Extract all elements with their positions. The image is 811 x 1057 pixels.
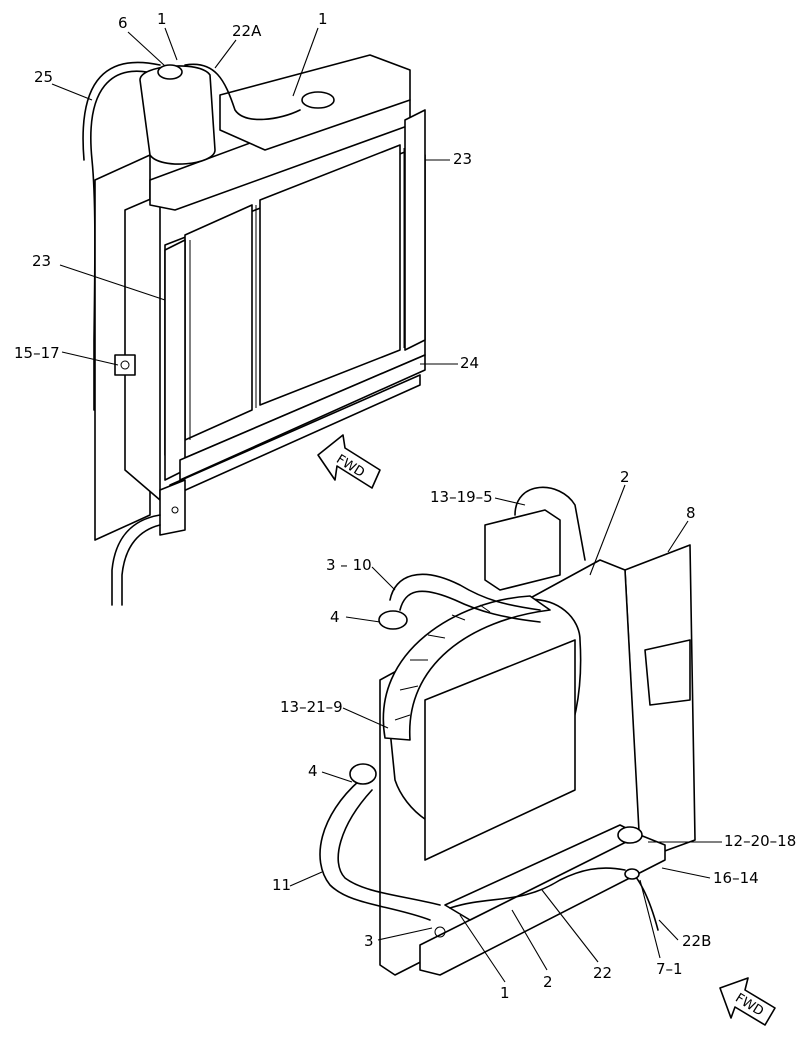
surge-tank: [484, 509, 561, 591]
radiator-core-right: [259, 144, 401, 406]
callout-2-top: 2: [620, 468, 630, 486]
lower-mount-bracket: [159, 479, 186, 536]
leader-lines: [51, 27, 722, 983]
callout-25: 25: [34, 68, 53, 86]
callout-8: 8: [686, 504, 696, 522]
callout-4-lower: 4: [308, 762, 318, 780]
callout-22b: 22B: [682, 932, 711, 950]
bottom-tube: [449, 867, 626, 909]
callout-4-upper: 4: [330, 608, 340, 626]
radiator-core-left: [184, 204, 253, 441]
callout-16-14: 16–14: [713, 869, 759, 887]
drain-fitting: [617, 826, 643, 844]
radiator-cap: [301, 91, 335, 109]
left-mount-plate: [124, 194, 161, 501]
callout-13-21-9: 13–21–9: [280, 698, 343, 716]
callout-3: 3: [364, 932, 374, 950]
callout-22a: 22A: [232, 22, 262, 40]
bottle-hose-22a: [184, 63, 301, 121]
callout-3-10: 3 – 10: [326, 556, 372, 574]
fwd-arrow-lower: FWD: [719, 977, 776, 1026]
callout-6: 6: [118, 14, 128, 32]
side-rail-right: [404, 109, 426, 351]
drain-hose: [111, 514, 161, 606]
radiator-core-lower: [424, 639, 576, 861]
callout-labels: 6 1 22A 1 25 23 23 15–17 24 2 13–19–5 8 …: [14, 10, 796, 1002]
callout-15-17: 15–17: [14, 344, 60, 362]
callout-1-bottom: 1: [500, 984, 510, 1002]
callout-11: 11: [272, 876, 291, 894]
fwd-arrow-upper: FWD: [317, 434, 381, 489]
callout-1-top: 1: [157, 10, 167, 28]
hose-clamp-upper: [378, 610, 408, 630]
fan-guard-ring: [382, 595, 551, 741]
callout-7-1: 7–1: [656, 960, 683, 978]
callout-23-left: 23: [32, 252, 51, 270]
callout-24: 24: [460, 354, 479, 372]
bottle-cap: [157, 64, 183, 80]
hose-clamp-lower: [349, 763, 377, 785]
callout-22: 22: [593, 964, 612, 982]
callout-12-20-18: 12–20–18: [724, 832, 796, 850]
callout-23-right: 23: [453, 150, 472, 168]
tank-vent-line: [514, 486, 586, 561]
expansion-bottle: [139, 65, 216, 165]
upper-radiator-assembly: [82, 54, 426, 606]
bottom-rail: [179, 354, 426, 481]
callout-1-top2: 1: [318, 10, 328, 28]
side-rail-left: [164, 239, 186, 481]
upper-hose: [389, 573, 541, 611]
lower-hose: [319, 779, 431, 921]
callout-2-bottom: 2: [543, 973, 553, 991]
callout-13-19-5: 13–19–5: [430, 488, 493, 506]
lower-radiator-assembly: [319, 486, 696, 976]
